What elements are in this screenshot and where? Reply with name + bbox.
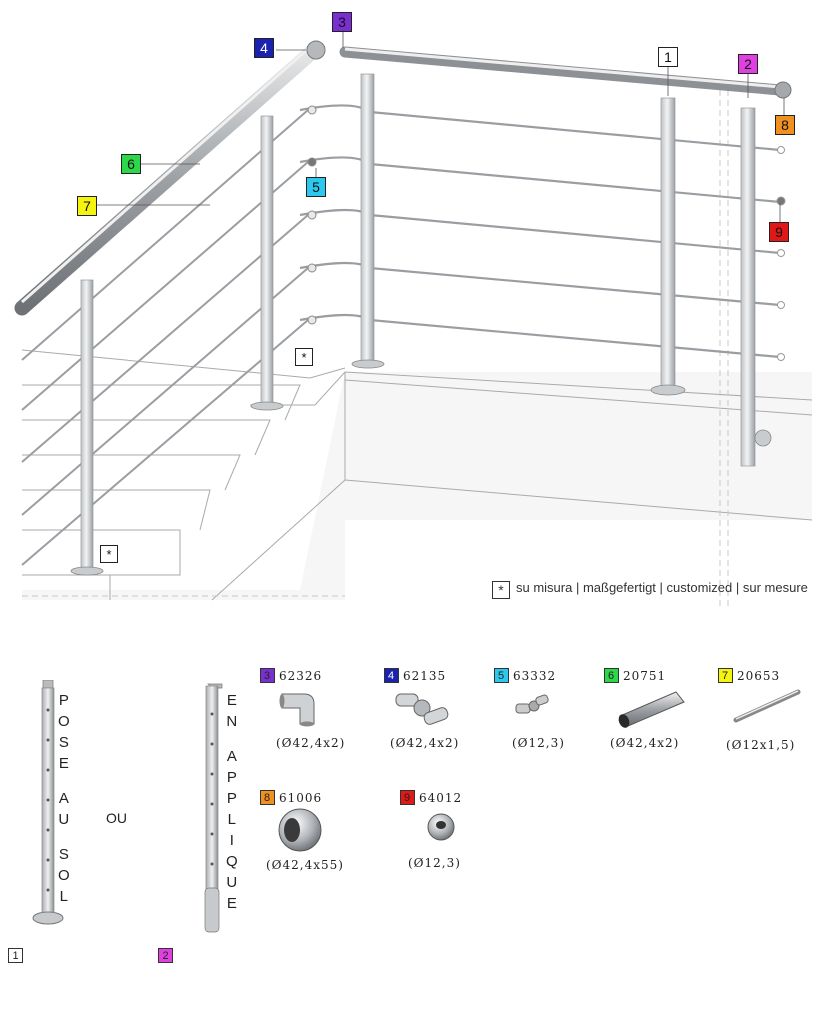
end-cap-small-icon [427, 813, 455, 841]
part-number-badge: 7 [718, 668, 733, 683]
part-number-badge: 5 [494, 668, 509, 683]
stairs [21, 349, 813, 601]
badge-4: 4 [254, 38, 274, 58]
post-number-1: 1 [8, 948, 23, 963]
part-number-badge: 9 [400, 790, 415, 805]
part-7: 7 20653 [718, 668, 780, 683]
floor-letter: S [58, 734, 69, 751]
callout-lines [96, 30, 785, 222]
wall-letter: E [226, 895, 237, 912]
part-code: 62326 [279, 669, 323, 683]
caption-text: su misura | maßgefertigt | customized | … [516, 580, 808, 595]
wall-guides [22, 80, 729, 610]
posts [80, 73, 756, 569]
part-code: 20751 [623, 669, 667, 683]
part-9: 9 64012 [400, 790, 462, 805]
wall-letter: L [227, 811, 236, 828]
swivel-joint-icon [395, 693, 449, 725]
railing-drawing [14, 30, 813, 610]
star-icon: * [492, 581, 510, 599]
part-code: 61006 [279, 791, 323, 805]
badge-2: 2 [738, 54, 758, 74]
handrail-tube-icon [618, 691, 685, 728]
part-code: 62135 [403, 669, 447, 683]
post-bases [70, 359, 772, 576]
wall-mount-label: E N A P P L I Q U E [226, 690, 238, 914]
wall-letter: Q [226, 853, 238, 870]
floor-letter: U [58, 811, 70, 828]
badge-9: 9 [769, 222, 789, 242]
rods-stair [21, 109, 309, 566]
badge-6: 6 [121, 154, 141, 174]
badge-5: 5 [306, 177, 326, 197]
wall-letter: I [229, 832, 234, 849]
elbow-icon [279, 693, 315, 727]
custom-caption: * su misura | maßgefertigt | customized |… [492, 580, 808, 599]
part-5-dimension: (Ø12,3) [512, 736, 565, 750]
part-3-dimension: (Ø42,4x2) [276, 736, 346, 750]
part-7-dimension: (Ø12x1,5) [726, 738, 796, 752]
wall-letter: U [226, 874, 238, 891]
wall-letter: A [226, 748, 237, 765]
floor-letter: A [58, 790, 69, 807]
rod-end-caps [776, 146, 786, 361]
handrail-landing [339, 46, 786, 96]
floor-letter: L [59, 888, 68, 905]
floor-post-illustration [32, 680, 64, 925]
rod-connector-icon [515, 694, 549, 714]
part-number-badge: 3 [260, 668, 275, 683]
part-6: 6 20751 [604, 668, 666, 683]
floor-letter: E [58, 755, 69, 772]
part-code: 64012 [419, 791, 463, 805]
floor-letter: P [58, 692, 69, 709]
part-5: 5 63332 [494, 668, 556, 683]
part-number-badge: 8 [260, 790, 275, 805]
handrail-stair [14, 44, 320, 316]
badge-3: 3 [332, 12, 352, 32]
end-cap-large-icon [278, 808, 322, 852]
part-code: 63332 [513, 669, 557, 683]
part-8-dimension: (Ø42,4x55) [266, 858, 344, 872]
wall-letter: P [226, 790, 237, 807]
part-number-badge: 6 [604, 668, 619, 683]
wall-letter: P [226, 769, 237, 786]
wall-letter: E [226, 692, 237, 709]
floor-letter: O [58, 713, 70, 730]
or-label: OU [106, 810, 127, 826]
rod-tube-icon [733, 689, 801, 723]
post-number-2: 2 [158, 948, 173, 963]
part-4-dimension: (Ø42,4x2) [390, 736, 460, 750]
floor-mount-label: P O S E A U S O L [58, 690, 70, 907]
part-8: 8 61006 [260, 790, 322, 805]
part-3: 3 62326 [260, 668, 322, 683]
elbow [306, 40, 326, 60]
part-code: 20653 [737, 669, 781, 683]
wall-post-illustration [204, 683, 223, 933]
floor-letter: S [58, 846, 69, 863]
floor-letter: O [58, 867, 70, 884]
badge-8: 8 [775, 115, 795, 135]
part-6-dimension: (Ø42,4x2) [610, 736, 680, 750]
rod-connectors [307, 105, 317, 325]
badge-1: 1 [658, 47, 678, 67]
badge-7: 7 [77, 196, 97, 216]
wall-letter: N [226, 713, 238, 730]
part-9-dimension: (Ø12,3) [408, 856, 461, 870]
star-marker-landing: * [295, 348, 313, 366]
part-number-badge: 4 [384, 668, 399, 683]
star-marker-stair: * [100, 545, 118, 563]
part-4: 4 62135 [384, 668, 446, 683]
